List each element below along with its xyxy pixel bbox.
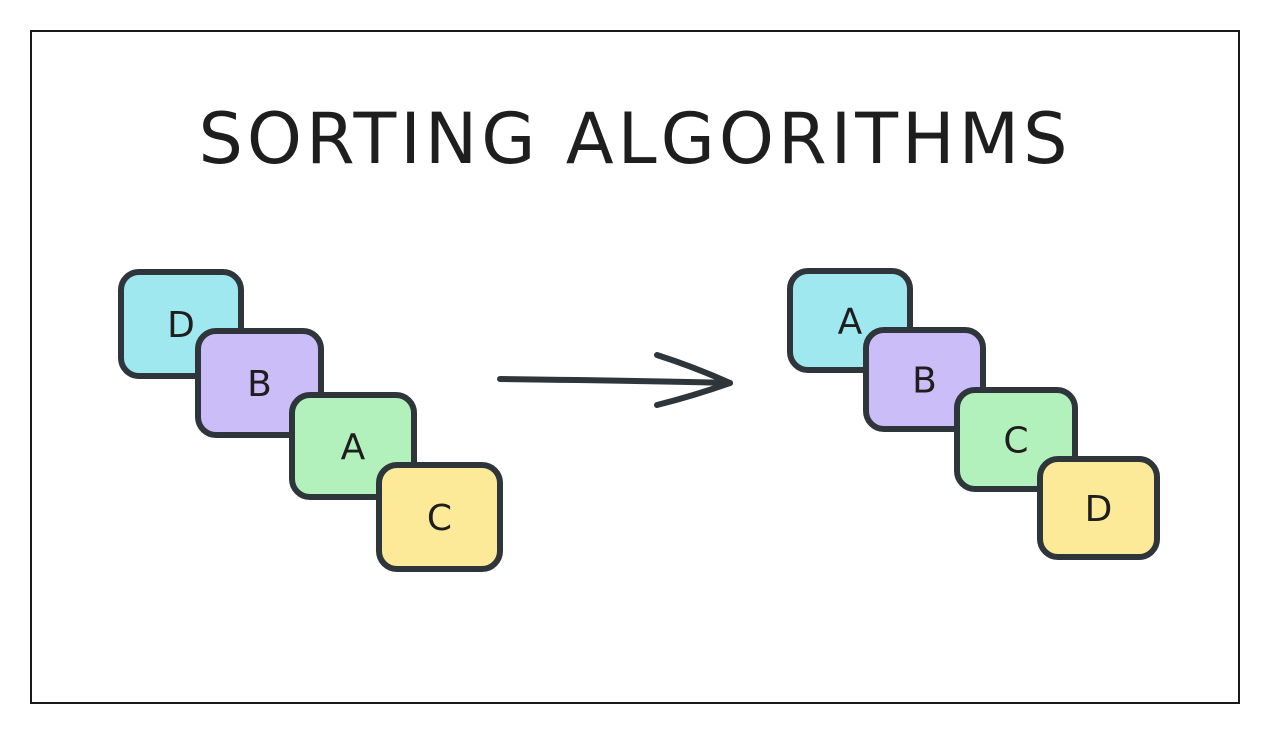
unsorted-card-c: C: [376, 462, 503, 572]
card-box: [376, 462, 503, 572]
sorted-card-d: D: [1037, 456, 1160, 560]
card-letter: C: [427, 498, 452, 539]
card-letter: B: [247, 364, 272, 405]
sorted-cards: A B C D: [787, 268, 1160, 560]
unsorted-cards: D B A C: [118, 269, 503, 572]
card-letter: A: [341, 427, 366, 468]
sorted-card-b: B: [863, 327, 986, 432]
card-letter: D: [1085, 489, 1113, 530]
diagram-title: SORTING ALGORITHMS: [198, 98, 1072, 180]
card-box: [863, 327, 986, 432]
card-letter: A: [838, 302, 863, 343]
card-letter: B: [912, 361, 937, 402]
card-letter: C: [1003, 421, 1028, 462]
card-letter: D: [167, 305, 195, 346]
arrow: [497, 352, 733, 408]
card-box: [1037, 456, 1160, 560]
